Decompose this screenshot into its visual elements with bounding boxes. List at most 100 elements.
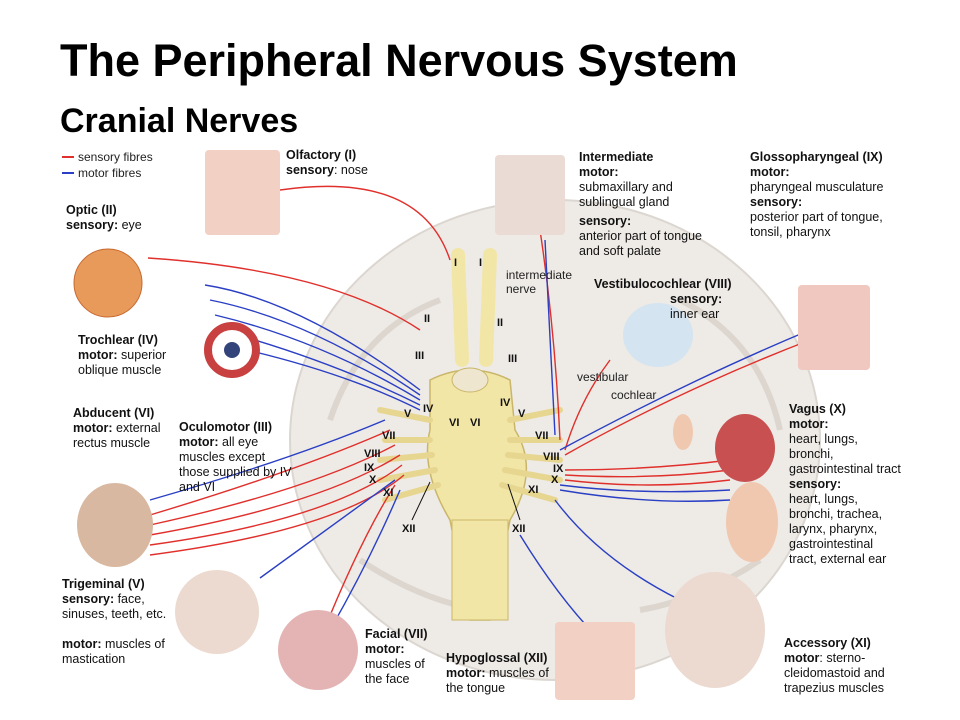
vestibulocochlear-label: Vestibulocochlear (VIII) sensory: inner …	[594, 277, 784, 322]
numeral-IX-left: IX	[364, 462, 375, 474]
hypoglossal-motor: muscles of the tongue	[446, 666, 549, 695]
vagus-label: Vagus (X) motor: heart, lungs, bronchi, …	[789, 402, 904, 567]
cochlear-label: cochlear	[611, 388, 657, 402]
olfactory-sensory-tag: sensory	[286, 163, 334, 177]
glossopharyngeal-sensory-tag: sensory:	[750, 195, 803, 209]
trigeminal-sensory-tag: sensory:	[62, 592, 115, 606]
hypoglossal-arrows	[411, 481, 521, 521]
intermediate-motor-tag: motor:	[579, 165, 619, 179]
optic-name: Optic (II)	[66, 203, 117, 217]
intermediate-sensory: anterior part of tongue and soft palate	[579, 229, 702, 258]
oculomotor-motor: all eye muscles except those supplied by…	[179, 435, 292, 494]
trigeminal-label: Trigeminal (V) sensory: face, sinuses, t…	[62, 577, 182, 667]
trochlear-label: Trochlear (IV) motor: superior oblique m…	[78, 333, 188, 378]
facial-motor-tag: motor:	[365, 642, 405, 656]
numeral-X-right: X	[551, 474, 559, 486]
numeral-VII-right: VII	[535, 430, 549, 442]
legend-sensory-label: sensory fibres	[78, 150, 153, 164]
hypoglossal-label: Hypoglossal (XII) motor: muscles of the …	[446, 651, 556, 696]
vestibulocochlear-sensory: inner ear	[670, 307, 720, 321]
numeral-III-left: III	[415, 350, 425, 362]
pupil	[224, 342, 240, 358]
oculomotor-label: Oculomotor (III) motor: all eye muscles …	[179, 420, 294, 495]
numeral-XI-left: XI	[383, 487, 394, 499]
trigeminal-motor: muscles of mastication	[62, 637, 165, 666]
glossopharyngeal-sensory: posterior part of tongue, tonsil, pharyn…	[750, 210, 883, 239]
vagus-sensory-tag: sensory:	[789, 477, 842, 491]
sensory-swatch	[62, 156, 74, 158]
intermediate-label: Intermediate motor: submaxillary and sub…	[579, 150, 719, 259]
ear-image	[673, 414, 693, 450]
olfactory-name: Olfactory (I)	[286, 148, 357, 162]
abducent-motor-tag: motor:	[73, 421, 113, 435]
vestibular-label: vestibular	[577, 370, 629, 384]
facial-name: Facial (VII)	[365, 627, 428, 641]
numeral-XI-right: XI	[528, 484, 539, 496]
oculomotor-name: Oculomotor (III)	[179, 420, 273, 434]
head-image	[77, 483, 153, 567]
legend-motor: motor fibres	[62, 165, 153, 181]
olfactory-sensory: : nose	[333, 163, 369, 177]
numeral-I-left: I	[454, 257, 458, 269]
nerve-roots	[377, 407, 563, 503]
glossopharyngeal-motor-tag: motor:	[750, 165, 790, 179]
abducent-name: Abducent (VI)	[73, 406, 155, 420]
facial-label: Facial (VII) motor: muscles of the face	[365, 627, 435, 687]
olfactory-tracts	[451, 248, 497, 367]
accessory-name: Accessory (XI)	[784, 636, 871, 650]
abducent-label: Abducent (VI) motor: external rectus mus…	[73, 406, 173, 451]
intermediate-sensory-tag: sensory:	[579, 214, 632, 228]
trigeminal-motor-tag: motor:	[62, 637, 102, 651]
skull-muscle-image	[175, 570, 259, 654]
glossopharyngeal-motor: pharyngeal musculature	[750, 180, 884, 194]
eye-image	[73, 248, 143, 318]
hypoglossal-name: Hypoglossal (XII)	[446, 651, 548, 665]
accessory-label: Accessory (XI) motor: sterno-cleidomasto…	[784, 636, 904, 696]
vagus-sensory: heart, lungs, bronchi, trachea, larynx, …	[789, 492, 887, 566]
accessory-motor: : sterno-cleidomastoid and trapezius mus…	[784, 651, 885, 695]
facial-motor: muscles of the face	[365, 657, 425, 686]
numeral-IX-right: IX	[553, 463, 564, 475]
legend: sensory fibres motor fibres	[62, 149, 153, 181]
vagus-motor: heart, lungs, bronchi, gastrointestinal …	[789, 432, 901, 476]
glossopharyngeal-label: Glossopharyngeal (IX) motor: pharyngeal …	[750, 150, 900, 240]
oculomotor-motor-tag: motor:	[179, 435, 219, 449]
intermediate-motor: submaxillary and sublingual gland	[579, 180, 673, 209]
numeral-II-right: II	[497, 317, 504, 329]
abducent-motor: external rectus muscle	[73, 421, 161, 450]
numeral-VII-left: VII	[382, 430, 396, 442]
face-muscle-image	[278, 610, 358, 690]
accessory-motor-tag: motor	[784, 651, 820, 665]
lungs-image	[715, 414, 775, 482]
neck-muscle-image	[665, 572, 765, 688]
numeral-XII-right: XII	[512, 523, 526, 535]
numeral-V-right: V	[518, 408, 526, 420]
pituitary	[451, 367, 489, 393]
vagus-motor-tag: motor:	[789, 417, 829, 431]
intermediate-name: Intermediate	[579, 150, 654, 164]
motor-swatch	[62, 172, 74, 174]
organ-images	[73, 150, 870, 700]
numeral-III-right: III	[508, 353, 518, 365]
trochlear-motor-tag: motor:	[78, 348, 118, 362]
numeral-II-left: II	[424, 313, 431, 325]
intestine-image	[726, 482, 778, 562]
nose-image	[205, 150, 280, 235]
spinal-cord	[451, 519, 509, 621]
cranial-nerves-illustration	[73, 150, 870, 700]
pharynx-image	[798, 285, 870, 370]
vestibulocochlear-name: Vestibulocochlear (VIII)	[594, 277, 732, 291]
intermediate-nerve-label: intermediate nerve	[506, 268, 573, 296]
numeral-I-right: I	[479, 257, 483, 269]
numeral-V-left: V	[404, 408, 412, 420]
numeral-VI-left: VI	[449, 417, 460, 429]
page-subtitle: Cranial Nerves	[60, 102, 299, 140]
vestibulocochlear-sensory-tag: sensory:	[670, 292, 723, 306]
page-title: The Peripheral Nervous System	[60, 35, 738, 86]
trochlear-name: Trochlear (IV)	[78, 333, 158, 347]
glossopharyngeal-name: Glossopharyngeal (IX)	[750, 150, 883, 164]
trigeminal-name: Trigeminal (V)	[62, 577, 145, 591]
numeral-IV-left: IV	[423, 403, 434, 415]
legend-motor-label: motor fibres	[78, 166, 142, 180]
numeral-IV-right: IV	[500, 397, 511, 409]
